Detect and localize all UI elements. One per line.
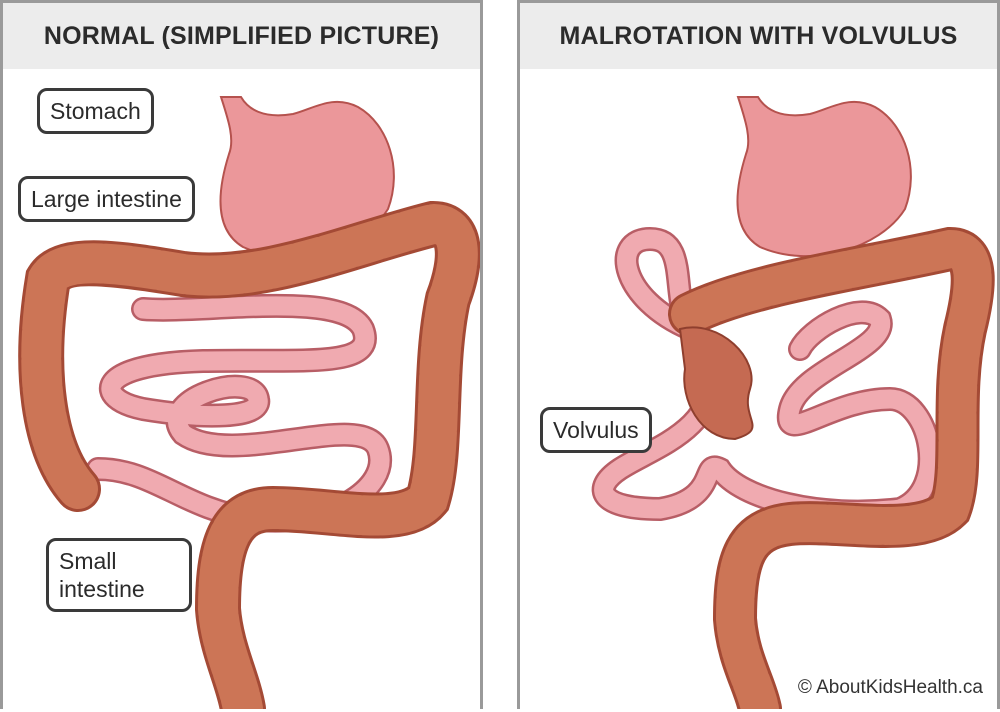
small-intestine [86,293,392,533]
volvulus-intestine-illustration [591,96,995,709]
stomach [219,96,395,258]
large-intestine-label: Large intestine [18,176,195,222]
normal-panel: NORMAL (SIMPLIFIED PICTURE) Stomach Larg… [0,0,483,709]
panel-title: MALROTATION WITH VOLVULUS [520,3,997,69]
panel-title: NORMAL (SIMPLIFIED PICTURE) [3,3,480,69]
volvulus-panel: MALROTATION WITH VOLVULUS Volvulus © Abo… [517,0,1000,709]
copyright: © AboutKidsHealth.ca [797,677,983,698]
large-intestine [18,200,480,709]
volvulus-label: Volvulus [540,407,652,453]
stomach [736,96,912,258]
stomach-label: Stomach [37,88,154,134]
normal-intestine-illustration [18,96,480,709]
small-intestine-label: Small intestine [46,538,192,612]
volvulus-twist [678,326,754,441]
large-intestine [668,226,995,709]
